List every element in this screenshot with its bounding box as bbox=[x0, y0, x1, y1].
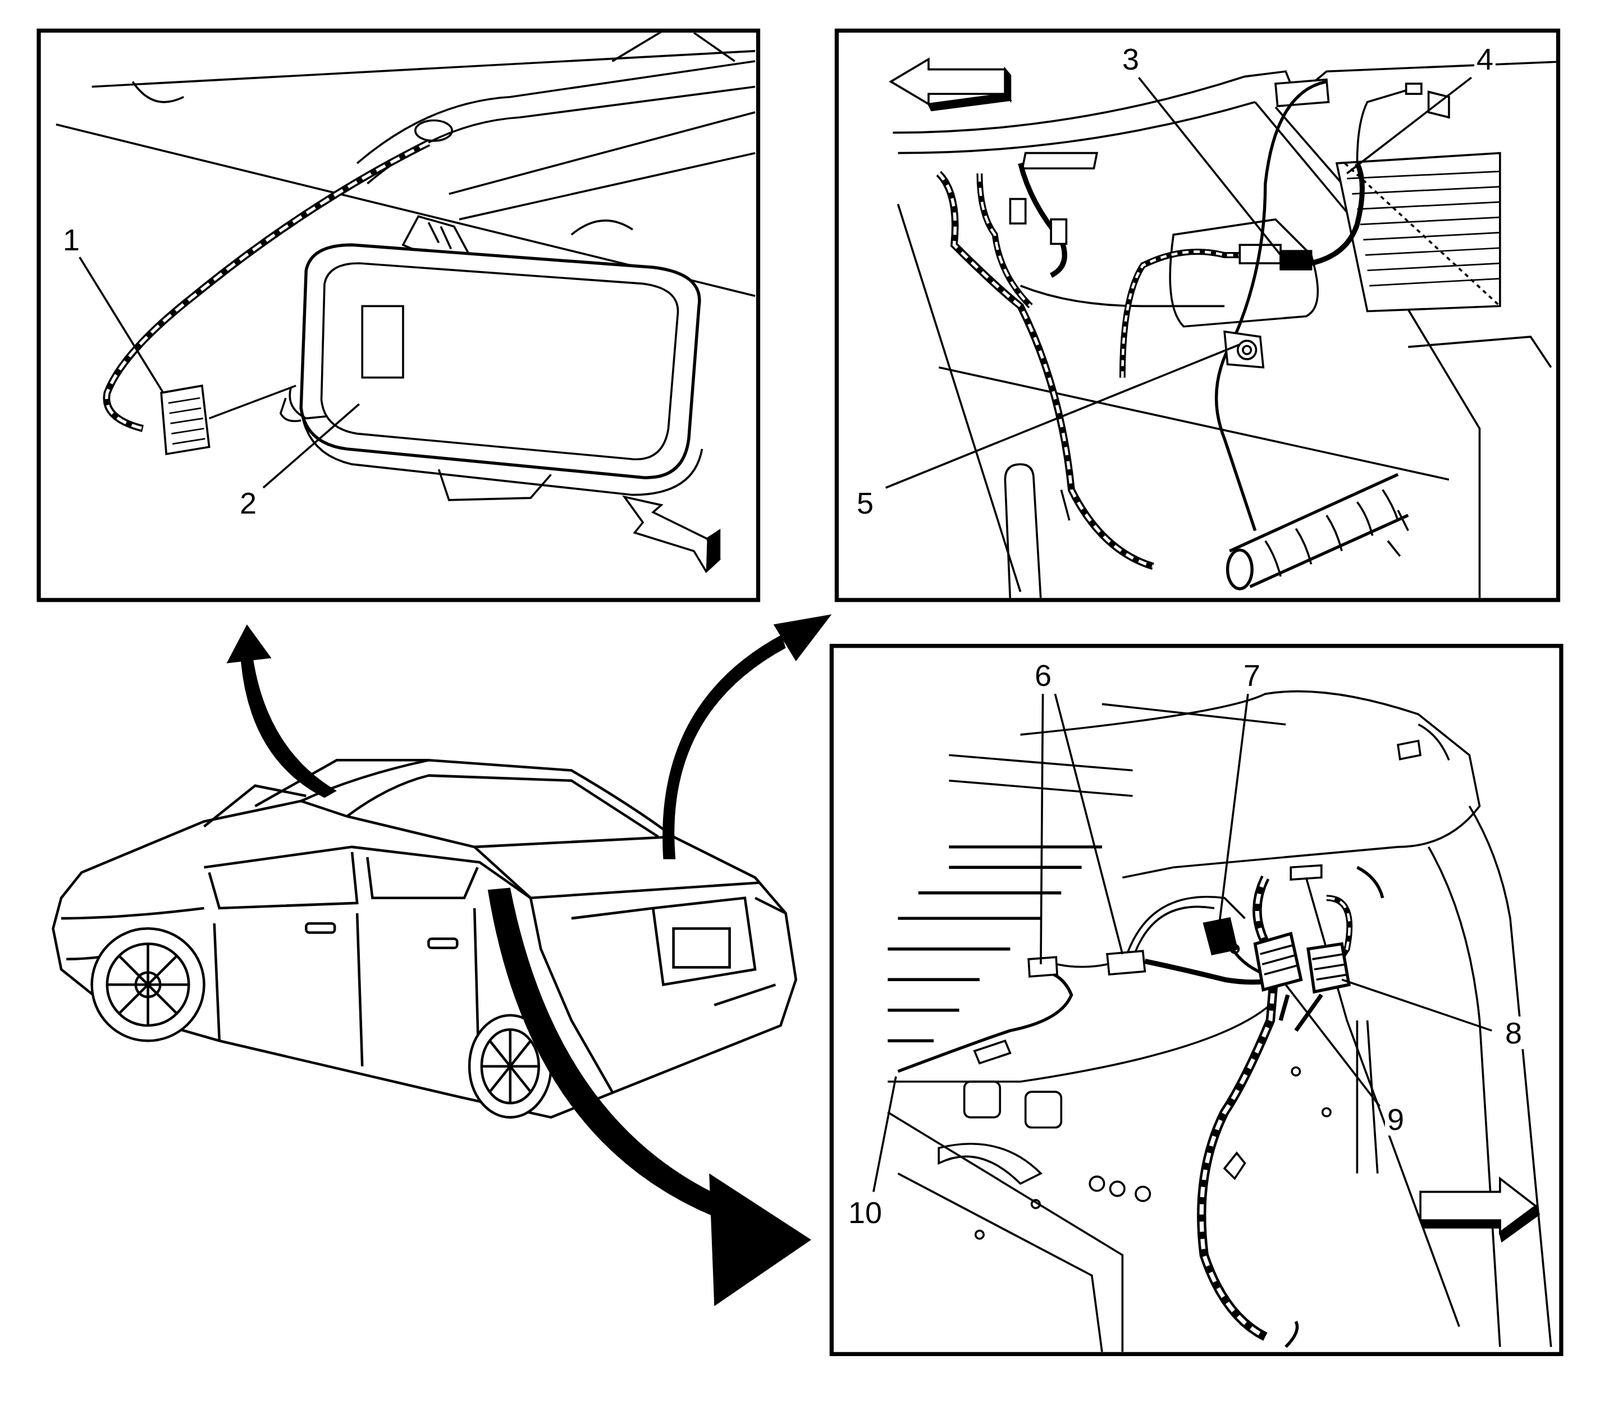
view-arrows bbox=[226, 614, 832, 1307]
callout-number: 5 bbox=[854, 486, 876, 520]
callout-number: 3 bbox=[1120, 42, 1142, 76]
callout-number: 4 bbox=[1474, 42, 1496, 76]
mirror-view bbox=[56, 32, 756, 572]
callout-number: 8 bbox=[1502, 1016, 1525, 1050]
callout-number: 1 bbox=[60, 223, 82, 256]
callout-number: 10 bbox=[846, 1196, 885, 1229]
callout-number: 2 bbox=[237, 486, 259, 520]
panel-frames bbox=[38, 30, 1562, 1355]
quarter-view bbox=[887, 691, 1551, 1353]
trunk-view bbox=[890, 58, 1557, 598]
callout-number: 7 bbox=[1241, 659, 1263, 692]
callout-number: 9 bbox=[1384, 1103, 1407, 1136]
car-illustration bbox=[53, 760, 797, 1118]
callout-number: 6 bbox=[1032, 659, 1054, 692]
